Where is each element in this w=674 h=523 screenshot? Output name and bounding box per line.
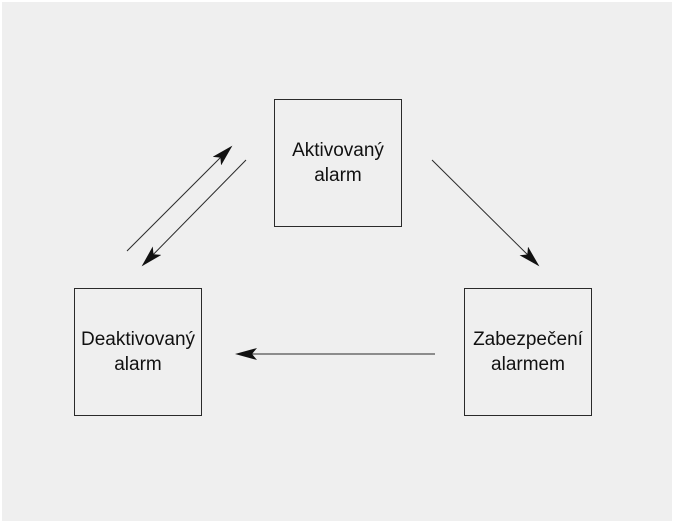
edge-deactive-to-active-arrow bbox=[126, 145, 233, 252]
node-active-alarm-label: Aktivovaný alarm bbox=[292, 140, 384, 186]
node-active-alarm: Aktivovaný alarm bbox=[274, 99, 402, 227]
node-alarm-security: Zabezpečení alarmem bbox=[464, 288, 592, 416]
node-deactivated-alarm: Deaktivovaný alarm bbox=[74, 288, 202, 416]
edge-active-to-deactive-arrow bbox=[141, 159, 247, 267]
edge-active-to-secure-arrow bbox=[431, 159, 540, 267]
node-deactivated-alarm-label: Deaktivovaný alarm bbox=[80, 329, 196, 375]
node-alarm-security-label: Zabezpečení alarmem bbox=[473, 329, 583, 375]
